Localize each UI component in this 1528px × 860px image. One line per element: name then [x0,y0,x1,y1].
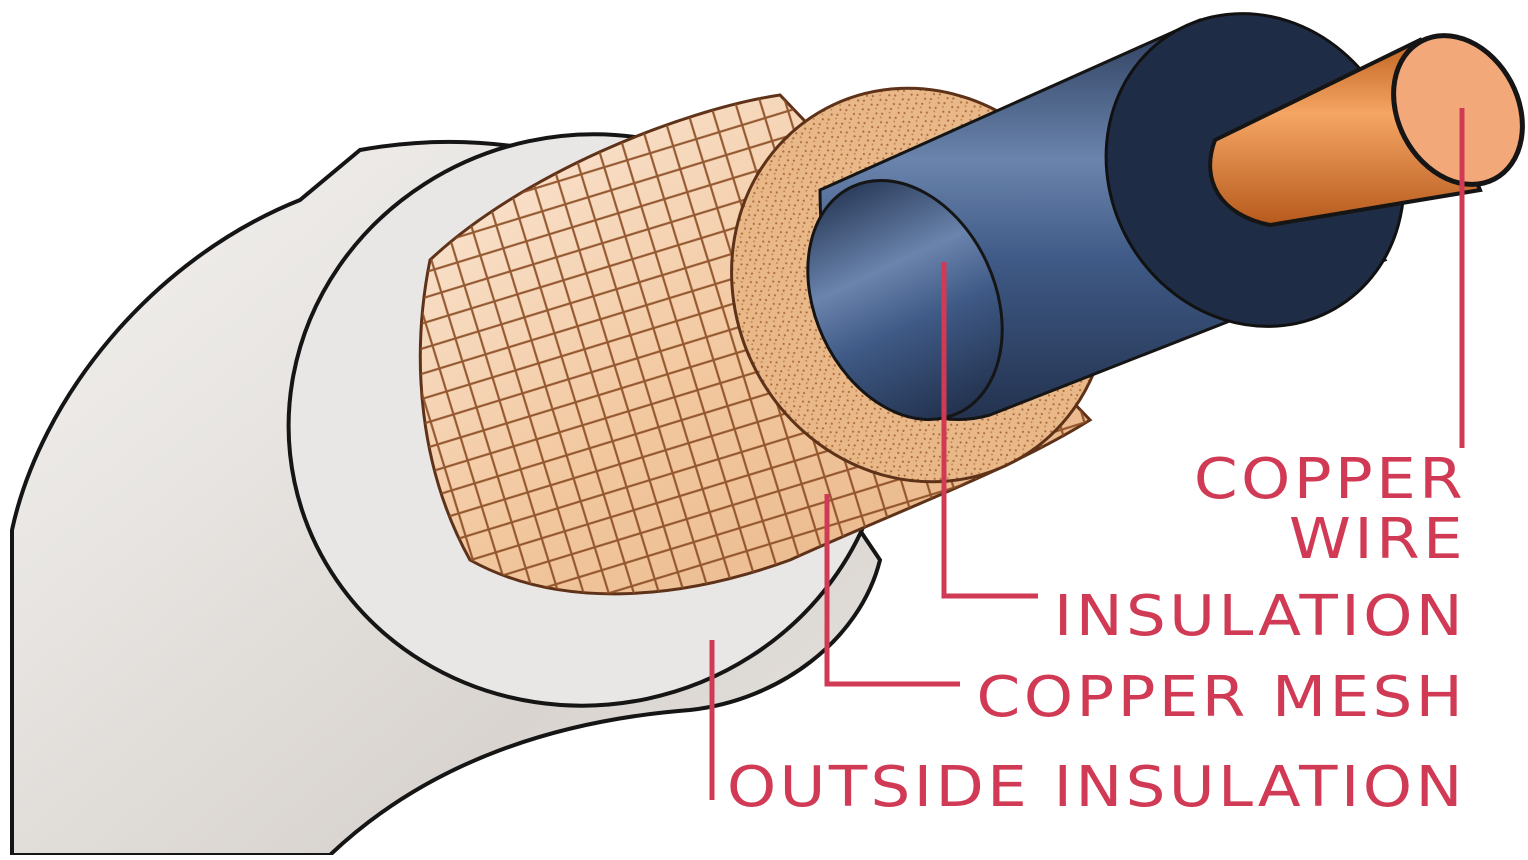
label-outside-insulation: OUTSIDE INSULATION [727,756,1466,820]
label-copper-wire: COPPER WIRE [1194,450,1466,570]
label-insulation: INSULATION [1054,585,1466,649]
label-copper-mesh: COPPER MESH [976,666,1466,730]
